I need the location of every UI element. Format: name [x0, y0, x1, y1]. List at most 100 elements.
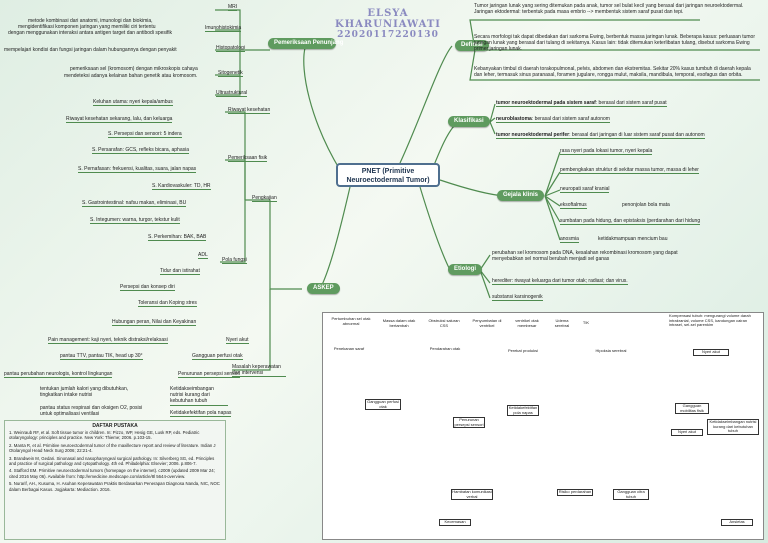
pola-item-3: Persepsi dan konsep diri: [120, 284, 175, 291]
klasifikasi-2-bold: neuroblastoma: [496, 116, 532, 122]
pathway-top-2: Massa dalam otak bertambah: [381, 318, 417, 328]
author-title: ELSYA KHARUNIAWATI 22020117220130: [318, 8, 458, 40]
gejala-4: eksoftalmus: [560, 202, 587, 209]
klasifikasi-1: tumor neuroektodermal pada sistem saraf:…: [496, 100, 667, 107]
pathway-node-7: Penurunan persepsi sensori: [453, 417, 485, 428]
etiologi-2: herediter: riwayat keluarga dari tumor o…: [492, 278, 628, 285]
masalah-2-label: Gangguan perfusi otak: [192, 353, 243, 360]
fisik-item-6: S. Integumen: warna, turgor, tekstur kul…: [90, 217, 180, 224]
reference-5: 5. Nurarif, AH., Kusuma, H. Asuhan Keper…: [9, 481, 220, 492]
fisik-item-3: S. Pernafasan: frekuensi, kualitas, suar…: [78, 166, 197, 173]
klasifikasi-3-bold: tumor neuroektodermal perifer: [496, 132, 570, 138]
etiologi-1: perubahan sel kromosom pada DNA, kesalah…: [492, 250, 678, 263]
pola-item-4: Toleransi dan Koping stres: [138, 300, 197, 307]
gejala-2: pembengkakan struktur di sekitar massa t…: [560, 167, 699, 174]
masalah-5-label: Ketidakefektifan pola napas: [170, 410, 232, 417]
author-id: 22020117220130: [337, 30, 439, 40]
pathway-node-6: Gangguan perfusi otak: [365, 399, 401, 410]
pathway-node-13: Risiko perdarahan: [557, 489, 593, 496]
pola-item-2: Tidur dan istirahat: [160, 268, 200, 275]
sito-desc-2: mendeteksi adanya kelainan bahan genetik…: [64, 73, 198, 79]
pathway-node-11: Nyeri akut: [671, 429, 703, 436]
pola-item-5: Hubungan peran, Nilai dan Keyakinan: [112, 319, 197, 326]
fisik-item-7: S. Perkemihan: BAK, BAB: [148, 234, 207, 241]
pathway-node-9: Ketidakseimbangan nutrisi kurang dari ke…: [707, 419, 759, 435]
askep-riwayat: Riwayat kesehatan: [228, 107, 271, 114]
references-heading: DAFTAR PUSTAKA: [92, 423, 138, 429]
klasifikasi-1-bold: tumor neuroektodermal pada sistem saraf: [496, 100, 596, 106]
pemeriksaan-histo: Histopatologi: [216, 45, 245, 52]
pathway-node-4: Hipoksia serebral: [591, 348, 631, 354]
fisik-item-2: S. Persarafan: GCS, refleks bicara, apha…: [92, 147, 189, 154]
pathway-node-16: Ansietas: [721, 519, 753, 526]
central-topic: PNET (Primitive Neuroectodermal Tumor): [336, 163, 440, 187]
pathway-node-8: Ketidakefektifan pola napas: [507, 405, 539, 416]
pathway-node-10: Gangguan mobilitas fisik: [675, 403, 709, 414]
pathway-top-6: Udema serebral: [549, 318, 575, 328]
pathway-node-5: Nyeri akut: [693, 349, 729, 356]
pola-item-1: ADL: [198, 252, 208, 259]
masalah-3-desc: pantau perubahan neurologis, kontrol lin…: [4, 371, 113, 378]
pathway-node-14: Gangguan citra tubuh: [613, 489, 649, 500]
klasifikasi-3: tumor neuroektodermal perifer: berasal d…: [496, 132, 705, 139]
branch-gejala: Gejala klinis: [497, 190, 545, 201]
gejala-3: neuropati saraf kranial: [560, 186, 610, 193]
fisik-item-1: S. Persepsi dan sensori: 5 indera: [108, 131, 182, 138]
masalah-2-desc: pantau TTV, pantau TIK, head up 30°: [60, 353, 143, 360]
masalah-4-desc: tentukan jumlah kalori yang dibutuhkan, …: [40, 386, 129, 399]
imuno-desc-1: metode kombinasi dari anatomi, imunologi…: [28, 18, 153, 24]
masalah-1-desc: Pain management: kaji nyeri, teknik dist…: [48, 337, 168, 344]
pathway-node-15: Kecemasan: [439, 519, 471, 526]
etiologi-3: substansi karsinogenik: [492, 294, 543, 301]
branch-askep: ASKEP: [307, 283, 340, 294]
klasifikasi-2-rest: : berasal dari sistem saraf autonom: [531, 116, 610, 122]
klasifikasi-2: neuroblastoma: berasal dari sistem saraf…: [496, 116, 610, 123]
askep-pengkajian: Pengkajian: [252, 195, 277, 202]
branch-etiologi: Etiologi: [448, 264, 482, 275]
reference-3: 3. Brandwein M, Gedari. Sinonasal and na…: [9, 455, 215, 467]
pathway-top-3: Obstruksi saluran CSS: [427, 318, 461, 328]
klasifikasi-3-rest: : berasal dari jaringan di luar sistem s…: [569, 132, 705, 138]
pathway-top-4: Penyumbatan di ventrikel: [469, 318, 505, 328]
askep-fisik: Pemeriksaan fisik: [228, 155, 268, 162]
pathway-top-7: TIK: [579, 320, 593, 326]
definisi-2: Secara morfologi tak dapat dibedakan dar…: [474, 34, 755, 53]
askep-masalah: Masalah keperawatan dan intervensi: [232, 364, 286, 378]
riwayat-keluarga: Riwayat kesehatan sekarang, lalu, dan ke…: [66, 116, 173, 123]
sito-desc-1: pemeriksaan sel (kromosom) dengan mikros…: [70, 66, 198, 72]
gejala-6-desc: ketidakmampuan mencium bau: [598, 236, 668, 242]
reference-4: 4. Stafford EM. Primitive neuroectoderma…: [9, 468, 215, 479]
gejala-6: anosmia: [560, 236, 579, 243]
klasifikasi-1-rest: : berasal dari sistem saraf pusat: [595, 100, 667, 106]
definisi-3: Kebanyakan timbul di daerah torakopulmon…: [474, 66, 751, 79]
fisik-item-4: S. Kardiovaskuler: TD, HR: [152, 183, 211, 190]
imuno-desc-2: mengidentifikasi komponen jaringan yang …: [18, 24, 156, 30]
pathway-node-12: Hambatan komunikasi verbal: [451, 489, 493, 500]
pemeriksaan-ultra: Ultrastruktural: [216, 90, 248, 97]
pathway-node-3: Perekat produksi: [503, 348, 543, 354]
pathway-top-1: Pertumbuhan sel otak abnormal: [331, 316, 371, 326]
histo-desc: mempelajari kondisi dan fungsi jaringan …: [4, 47, 177, 53]
author-name: ELSYA KHARUNIAWATI: [335, 8, 441, 30]
branch-definisi: Definisi: [455, 40, 489, 51]
masalah-5-desc: pantau status respirasi dan oksigen O2, …: [40, 405, 143, 418]
pathway-diagram: Pertumbuhan sel otak abnormal Massa dala…: [322, 312, 764, 540]
fisik-item-5: S. Gastrointestinal: nafsu makan, elimin…: [82, 200, 187, 207]
masalah-4-label: Ketidakseimbangan nutrisi kurang dari ke…: [170, 386, 228, 406]
reference-1: 1. Weinraub RF, et al. Soft tissue tumor…: [9, 430, 200, 441]
branch-pemeriksaan: Pemeriksaan Penunjang: [268, 38, 343, 49]
gejala-1: rasa nyeri pada lokasi tumor, nyeri kepa…: [560, 148, 653, 155]
branch-klasifikasi: Klasifikasi: [448, 116, 490, 127]
pathway-top-5: ventrikel otak membesar: [509, 318, 545, 328]
pemeriksaan-sito: Sitogenetik: [218, 70, 243, 77]
masalah-3-label: Penurunan persepsi sensori: [178, 371, 241, 378]
pathway-top-8: Kompensasi tubuh: mengurangi volume dara…: [669, 313, 755, 328]
pemeriksaan-imuno: Imunohistokimia: [205, 25, 242, 32]
reference-2: 2. Manta R, et al. Primitive neuroectode…: [9, 442, 216, 454]
gejala-4-desc: penonjolan bola mata: [622, 202, 670, 208]
pemeriksaan-mri: MRI: [228, 4, 238, 11]
pathway-node-2: Pendarahan otak: [423, 346, 467, 352]
riwayat-keluhan: Keluhan utama: nyeri kepala/ambus: [93, 99, 173, 106]
gejala-5: sumbatan pada hidung, dan epistaksis (pe…: [560, 218, 701, 225]
imuno-desc-3: dengan menggunakan interaksi antara anti…: [8, 30, 173, 36]
